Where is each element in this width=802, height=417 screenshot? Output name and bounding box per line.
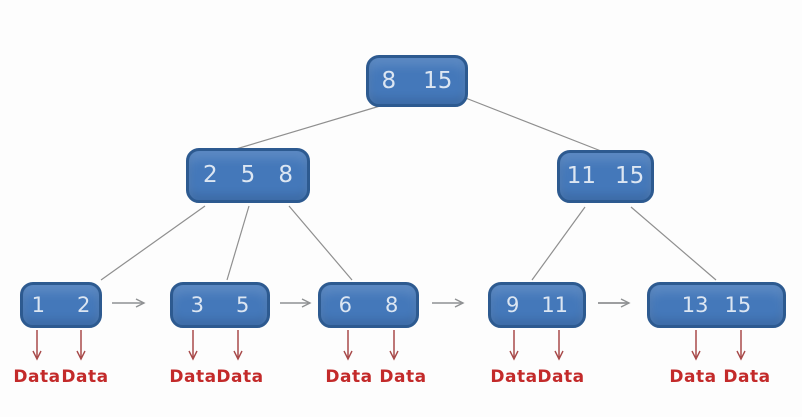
tree-node-internal-right: 11 15	[557, 150, 654, 203]
tree-node-internal-left: 2 5 8	[186, 148, 310, 203]
node-key: 6	[338, 292, 352, 317]
data-label: Data	[379, 367, 427, 387]
data-label: Data	[669, 367, 717, 387]
tree-node-leaf-0: 1 2	[20, 282, 102, 328]
data-label: Data	[216, 367, 264, 387]
data-pointer-arrows	[32, 330, 746, 361]
data-label: Data	[723, 367, 771, 387]
node-key: 8	[381, 67, 397, 94]
node-key: 15	[615, 163, 645, 189]
edge-internal-right-to-leaf-3	[531, 206, 586, 281]
edge-internal-left-to-leaf-2	[288, 205, 353, 281]
node-key: 1	[31, 292, 45, 317]
data-label: Data	[490, 367, 538, 387]
data-label: Data	[13, 367, 61, 387]
node-key: 11	[566, 163, 596, 189]
node-key: 3	[190, 292, 204, 317]
tree-node-leaf-3: 9 11	[488, 282, 586, 328]
tree-node-leaf-1: 3 5	[170, 282, 270, 328]
data-label: Data	[325, 367, 373, 387]
node-key: 15	[724, 292, 752, 317]
node-key: 15	[423, 67, 453, 94]
edge-internal-left-to-leaf-0	[100, 205, 206, 281]
data-label: Data	[61, 367, 109, 387]
edge-internal-right-to-leaf-4	[630, 206, 717, 281]
node-key: 5	[236, 292, 250, 317]
node-key: 2	[203, 162, 218, 188]
node-key: 5	[240, 162, 256, 188]
node-key: 8	[278, 162, 293, 188]
edge-root-to-internal-left	[235, 105, 381, 150]
edge-root-to-internal-right	[462, 96, 602, 152]
node-key: 2	[77, 292, 91, 317]
node-key: 11	[541, 292, 569, 317]
data-label: Data	[537, 367, 585, 387]
tree-node-leaf-2: 6 8	[318, 282, 419, 328]
node-key: 13	[681, 292, 709, 317]
data-label: Data	[169, 367, 217, 387]
tree-edges	[100, 96, 717, 281]
node-key: 8	[385, 292, 399, 317]
tree-node-root: 8 15	[366, 55, 468, 107]
edge-internal-left-to-leaf-1	[226, 205, 250, 281]
node-key: 9	[505, 292, 520, 317]
tree-node-leaf-4: 13 15	[647, 282, 786, 328]
